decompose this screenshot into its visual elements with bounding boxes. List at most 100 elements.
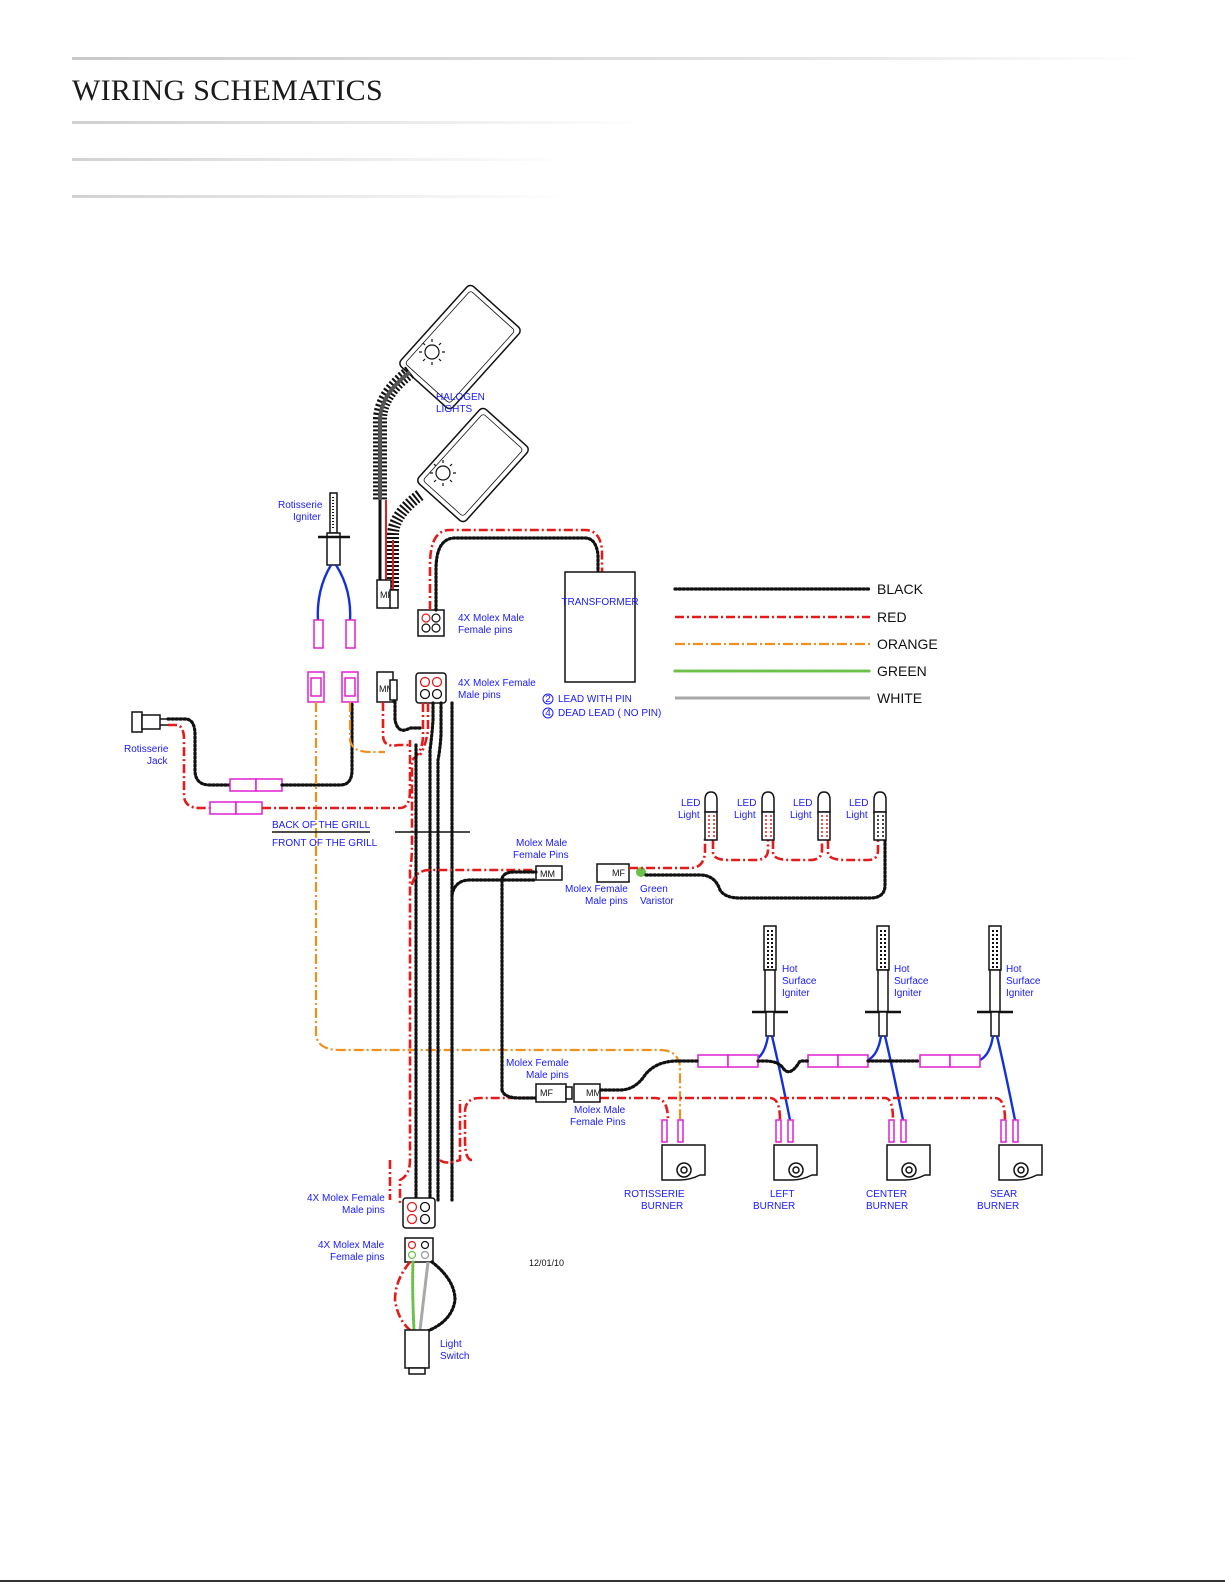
molex-female-mp2-label-1: Molex Female	[506, 1058, 569, 1069]
halogen-light-upper	[399, 284, 521, 410]
green-label-1: Green	[640, 884, 668, 895]
molex-female-mid	[596, 863, 630, 883]
svg-text:Igniter: Igniter	[1006, 988, 1034, 999]
svg-text:MM: MM	[540, 869, 555, 879]
svg-text:LEFT: LEFT	[770, 1189, 794, 1200]
switch-label-1: Light	[440, 1339, 462, 1350]
legend-orange-label: ORANGE	[877, 636, 938, 652]
svg-text:Hot: Hot	[1006, 964, 1022, 975]
svg-text:MM: MM	[586, 1088, 601, 1098]
rot-jack-label-2: Jack	[147, 756, 169, 767]
molex-male-bot-label-2: Female pins	[330, 1252, 384, 1263]
led-2: LED Light	[734, 791, 775, 841]
molex-male-fp2-label-1: Molex Male	[574, 1105, 626, 1116]
molex-male-fp2-label-2: Female Pins	[570, 1117, 626, 1128]
connector-mf-label: MF	[380, 590, 393, 600]
svg-text:ROTISSERIE: ROTISSERIE	[624, 1189, 685, 1200]
halogen-label-1: HALOGEN	[436, 392, 485, 403]
svg-text:MF: MF	[612, 868, 625, 878]
molex-female-bot-label-1: 4X Molex Female	[307, 1193, 385, 1204]
svg-text:LED: LED	[849, 798, 868, 809]
molex-male-lower	[573, 1083, 601, 1103]
molex-male-bot-label-1: 4X Molex Male	[318, 1240, 385, 1251]
molex-male-top-label-2: Female pins	[458, 625, 512, 636]
molex-female-top-label-1: 4X Molex Female	[458, 678, 536, 689]
rot-igniter-label-1: Rotisserie	[278, 500, 323, 511]
orange-wire-rotisserie	[314, 702, 682, 1120]
transformer-box	[564, 571, 636, 683]
header-rule-4	[72, 195, 572, 198]
legend-white-label: WHITE	[877, 690, 922, 706]
led-1: LED Light	[678, 791, 718, 841]
led-4: LED Light	[846, 791, 887, 841]
legend-black-label: BLACK	[877, 581, 924, 597]
rotisserie-burner: ROTISSERIE BURNER	[624, 1119, 706, 1212]
transformer-label: TRANSFORMER	[561, 597, 638, 608]
svg-text:Light: Light	[678, 810, 700, 821]
molex-male-top	[417, 609, 445, 637]
center-burner: CENTER BURNER	[866, 1119, 931, 1212]
svg-text:Hot: Hot	[894, 964, 910, 975]
sear-burner: SEAR BURNER	[977, 1119, 1043, 1212]
footer-rule	[0, 1580, 1225, 1582]
rot-jack-label-1: Rotisserie	[124, 744, 169, 755]
svg-text:LED: LED	[681, 798, 700, 809]
svg-text:MM: MM	[379, 684, 394, 694]
svg-text:Light: Light	[790, 810, 812, 821]
svg-text:LED: LED	[737, 798, 756, 809]
svg-text:Light: Light	[734, 810, 756, 821]
svg-text:Igniter: Igniter	[782, 988, 810, 999]
molex-male-bottom	[404, 1237, 434, 1263]
header-rule-1	[72, 57, 1152, 60]
molex-female-bot-label-2: Male pins	[342, 1205, 385, 1216]
svg-text:MF: MF	[540, 1088, 553, 1098]
sun-icon	[430, 460, 456, 486]
svg-text:Hot: Hot	[782, 964, 798, 975]
burners: ROTISSERIE BURNER LEFT BURNER CENTER BUR…	[624, 1119, 1043, 1212]
svg-text:BURNER: BURNER	[753, 1201, 795, 1212]
rotisserie-jack	[131, 711, 168, 733]
pin-notes: 2 LEAD WITH PIN 4 DEAD LEAD ( NO PIN)	[542, 693, 661, 719]
svg-text:Surface: Surface	[782, 976, 817, 987]
svg-text:Surface: Surface	[894, 976, 929, 987]
molex-female-mp2-label-2: Male pins	[526, 1070, 569, 1081]
svg-text:LEAD WITH PIN: LEAD WITH PIN	[558, 694, 632, 705]
halogen-label-2: LIGHTS	[436, 404, 472, 415]
svg-text:4: 4	[545, 708, 551, 719]
svg-text:BURNER: BURNER	[641, 1201, 683, 1212]
igniter-chain-connectors	[697, 1054, 981, 1068]
wire-legend: BLACK RED ORANGE GREEN WHITE	[673, 581, 938, 706]
molex-male-top-label-1: 4X Molex Male	[458, 613, 525, 624]
led-3: LED Light	[790, 791, 831, 841]
svg-text:Igniter: Igniter	[894, 988, 922, 999]
molex-female-top-label-2: Male pins	[458, 690, 501, 701]
halogen-cable-bundle: MF	[373, 366, 424, 609]
legend-red-label: RED	[877, 609, 907, 625]
rot-igniter-label-2: Igniter	[293, 512, 321, 523]
molex-male-fp-label-1: Molex Male	[516, 838, 568, 849]
page-title: WIRING SCHEMATICS	[72, 74, 383, 107]
left-burner: LEFT BURNER	[753, 1119, 818, 1212]
green-label-2: Varistor	[640, 896, 674, 907]
revision-date: 12/01/10	[529, 1258, 564, 1268]
igniter-center: Hot Surface Igniter	[865, 925, 929, 1037]
header-rule-3	[72, 158, 572, 161]
back-of-grill-label: BACK OF THE GRILL	[272, 820, 371, 831]
svg-text:CENTER: CENTER	[866, 1189, 907, 1200]
svg-text:DEAD LEAD ( NO PIN): DEAD LEAD ( NO PIN)	[558, 708, 661, 719]
svg-text:SEAR: SEAR	[990, 1189, 1017, 1200]
rotisserie-igniter	[313, 492, 356, 649]
switch-label-2: Switch	[440, 1351, 469, 1362]
header-rule-2	[72, 121, 652, 124]
molex-male-fp-label-2: Female Pins	[513, 850, 569, 861]
svg-text:BURNER: BURNER	[866, 1201, 908, 1212]
svg-text:LED: LED	[793, 798, 812, 809]
front-of-grill-label: FRONT OF THE GRILL	[272, 838, 378, 849]
halogen-light-lower	[417, 407, 529, 523]
molex-female-bottom	[402, 1197, 436, 1229]
top-connector-row: MM	[307, 671, 447, 704]
sun-icon	[419, 339, 445, 365]
svg-text:Surface: Surface	[1006, 976, 1041, 987]
svg-text:Light: Light	[846, 810, 868, 821]
